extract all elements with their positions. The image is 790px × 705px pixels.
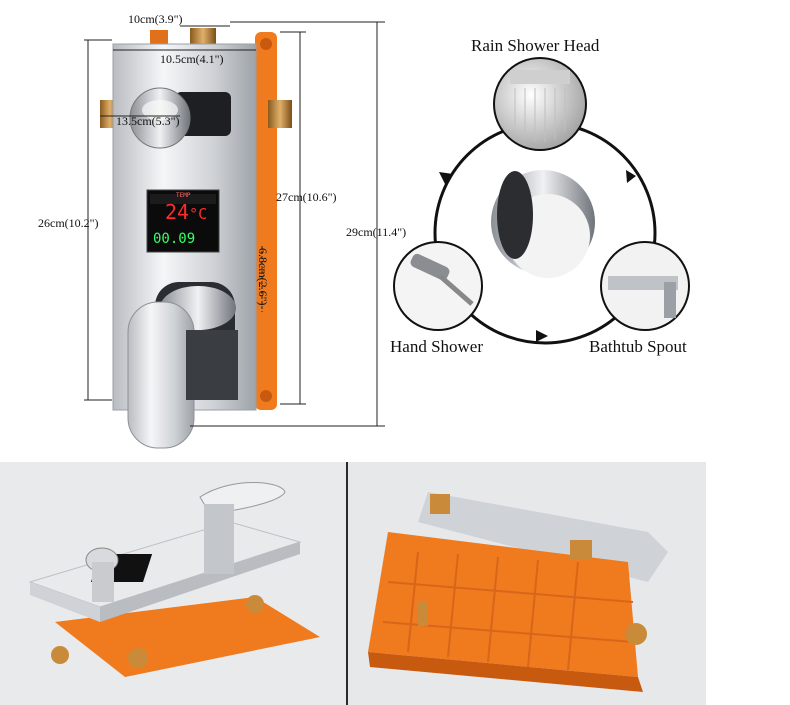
dim-plate-height: 26cm(10.2") [38,216,99,230]
mounting-box-back-photo [348,462,706,705]
lcd-display [146,189,220,253]
dim-box-depth: 6.8cm(2.6") [256,248,270,306]
lcd-flow-value: 00.09 [153,231,196,247]
mixer-lever-handle [127,282,238,449]
mounting-box-side [255,32,277,410]
dimension-lines [84,21,385,427]
dim-knob-height: 13.5cm(5.3") [116,114,180,128]
dim-plate-width: 10.5cm(4.1") [160,52,224,66]
thermostat-knob [129,87,231,149]
product-dimension-figure [84,21,690,449]
label-rain-shower-head: Rain Shower Head [471,36,600,55]
outlet-diagram [393,57,690,345]
label-bathtub-spout: Bathtub Spout [589,337,687,356]
arrow-icon [626,170,636,183]
label-hand-shower: Hand Shower [390,337,484,356]
dim-total-height: 29cm(11.4") [346,225,407,239]
installed-valve-photo [0,462,346,705]
lcd-temp-value: 24 [165,200,190,224]
dim-top-width: 10cm(3.9") [128,12,183,26]
lcd-temp-label: TEMP [176,192,191,199]
dim-box-height: 27cm(10.6") [276,190,337,204]
arrow-icon [439,172,453,184]
arrow-icon [536,330,548,342]
divider [346,462,348,705]
lcd-temp-unit: °C [189,205,208,223]
